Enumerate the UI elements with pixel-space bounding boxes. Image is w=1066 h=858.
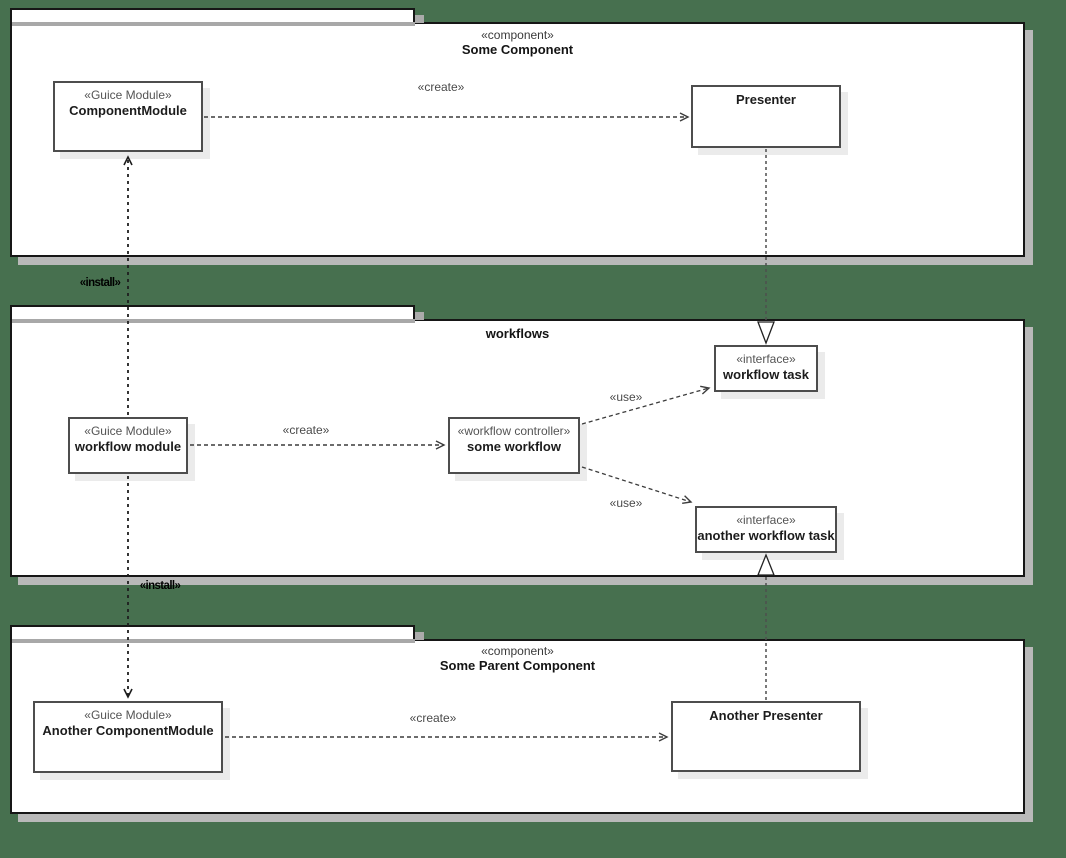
class-name: Another Presenter bbox=[709, 708, 823, 723]
package-tab-workflows bbox=[10, 305, 415, 319]
class-stereotype: «Guice Module» bbox=[84, 708, 172, 722]
class-name: Another ComponentModule bbox=[42, 722, 214, 738]
interface-name: another workflow task bbox=[697, 527, 835, 543]
class-name: some workflow bbox=[467, 438, 561, 454]
class-another-presenter: Another Presenter bbox=[671, 701, 861, 772]
class-stereotype: «Guice Module» bbox=[84, 88, 172, 102]
class-presenter: Presenter bbox=[691, 85, 841, 148]
interface-another-workflow-task: «interface» another workflow task bbox=[695, 506, 837, 553]
class-stereotype: «Guice Module» bbox=[84, 424, 172, 438]
install-label: «install» bbox=[79, 277, 121, 289]
package-tab-shadow-nub bbox=[415, 632, 424, 640]
package-tab-shadow bbox=[12, 639, 415, 643]
package-tab-some-parent-component bbox=[10, 625, 415, 639]
class-name: Presenter bbox=[736, 92, 796, 107]
package-tab-some-component bbox=[10, 8, 415, 22]
class-workflow-module: «Guice Module» workflow module bbox=[68, 417, 188, 474]
interface-stereotype: «interface» bbox=[736, 352, 796, 366]
class-name: workflow module bbox=[74, 438, 182, 454]
install-label: «install» bbox=[139, 580, 181, 592]
interface-workflow-task: «interface» workflow task bbox=[714, 345, 818, 392]
class-another-component-module: «Guice Module» Another ComponentModule bbox=[33, 701, 223, 773]
interface-name: workflow task bbox=[723, 366, 809, 382]
package-tab-shadow-nub bbox=[415, 312, 424, 320]
package-tab-shadow-nub bbox=[415, 15, 424, 23]
package-tab-shadow bbox=[12, 319, 415, 323]
package-tab-shadow bbox=[12, 22, 415, 26]
class-some-workflow: «workflow controller» some workflow bbox=[448, 417, 580, 474]
class-name: ComponentModule bbox=[69, 102, 187, 118]
interface-stereotype: «interface» bbox=[736, 513, 796, 527]
class-component-module: «Guice Module» ComponentModule bbox=[53, 81, 203, 152]
class-stereotype: «workflow controller» bbox=[457, 424, 571, 438]
